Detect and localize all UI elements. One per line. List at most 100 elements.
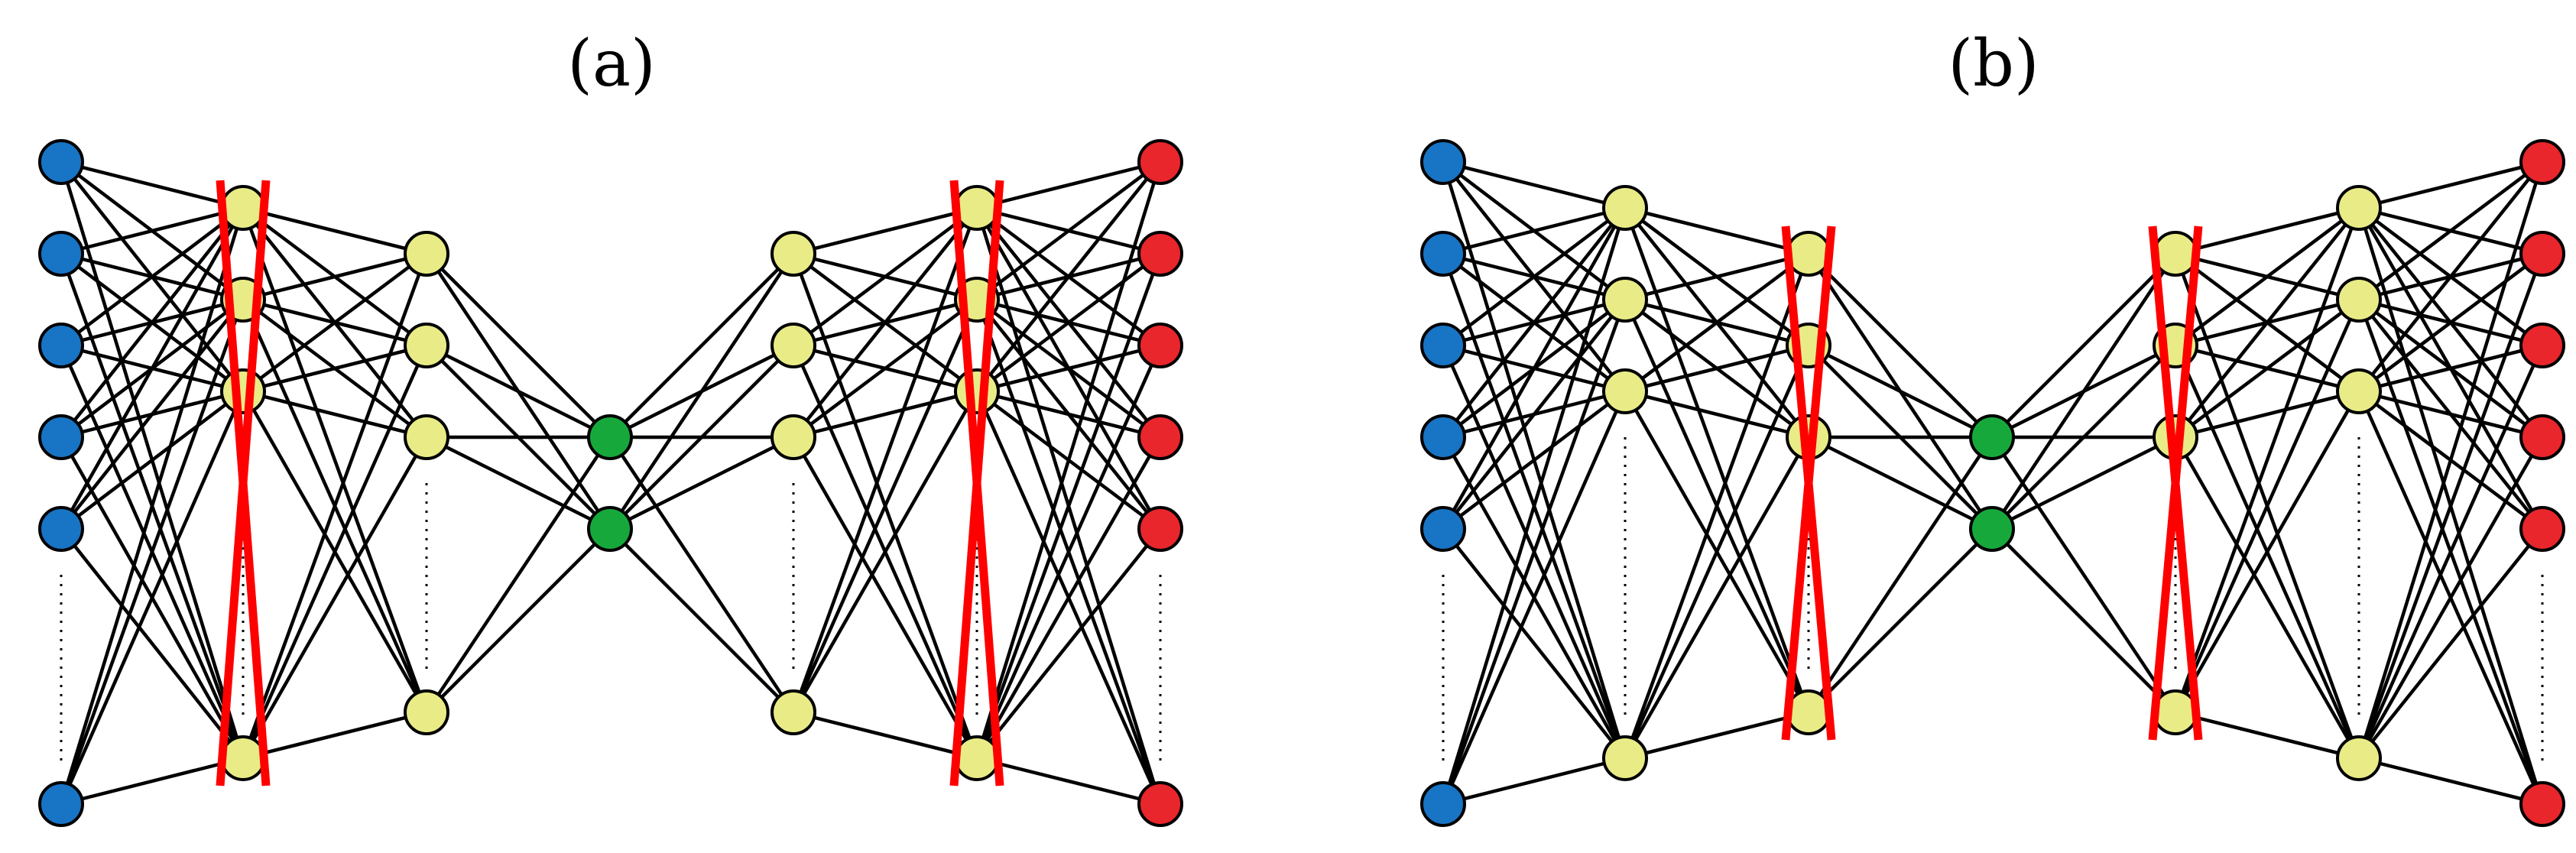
edge-b-l0n5-l1n2 [1441, 389, 1627, 806]
edge-a-l1n1-l2n0 [241, 251, 429, 302]
output-node-a-layer-6-2 [1137, 323, 1183, 368]
edge-b-l5n3-l6n5 [2357, 756, 2545, 806]
edge-b-l0n3-l1n0 [1441, 206, 1627, 439]
edge-b-l1n1-l2n0 [1623, 251, 1811, 302]
panel-a-prune-marks [216, 180, 1004, 787]
output-node-a-layer-6-0 [1137, 139, 1183, 185]
hidden-node-a-layer-4-2 [771, 414, 816, 460]
hidden-node-b-layer-5-1 [2336, 277, 2382, 323]
edge-a-l0n4-l1n2 [59, 389, 245, 531]
hidden-node-a-layer-2-3 [404, 689, 449, 735]
edge-a-l3n0-l4n0 [608, 251, 796, 439]
edge-a-l3n1-l4n1 [608, 343, 796, 531]
edge-b-l4n2-l5n0 [2173, 206, 2361, 439]
prune-mark-b-layer-4-b [2148, 225, 2203, 741]
hidden-node-a-layer-1-3 [220, 735, 266, 781]
edge-b-l0n4-l1n1 [1441, 297, 1627, 531]
edge-a-l5n2-l6n2 [975, 343, 1163, 394]
edge-a-l2n2-l3n1 [424, 435, 612, 531]
panel-a-edges [59, 160, 1163, 806]
panel-a-nodes [38, 139, 1183, 827]
hidden-node-a-layer-2-0 [404, 231, 449, 277]
edge-a-l4n3-l5n2 [791, 389, 979, 715]
edge-a-l4n3-l5n3 [791, 710, 979, 761]
output-node-a-layer-6-4 [1137, 506, 1183, 552]
panel-b-ellipses [1442, 437, 2544, 761]
output-node-a-layer-6-3 [1137, 414, 1183, 460]
edge-b-l0n5-l1n3 [1441, 756, 1627, 806]
edge-b-l3n0-l4n0 [1990, 251, 2178, 439]
output-node-b-layer-6-1 [2519, 231, 2565, 277]
hidden-node-a-layer-4-1 [771, 323, 816, 368]
hidden-node-b-layer-5-3 [2336, 735, 2382, 781]
edge-b-l0n0-l1n0 [1441, 160, 1627, 210]
hidden-node-b-layer-1-2 [1602, 368, 1648, 414]
edge-a-l1n0-l2n3 [241, 206, 429, 715]
input-node-b-layer-0-2 [1420, 323, 1466, 368]
input-node-a-layer-0-5 [38, 781, 84, 827]
prune-mark-a-layer-1-b [216, 180, 271, 787]
output-node-b-layer-6-5 [2519, 781, 2565, 827]
hidden-node-a-layer-1-0 [220, 185, 266, 231]
input-node-b-layer-0-0 [1420, 139, 1466, 185]
edge-b-l3n0-l4n3 [1990, 435, 2178, 715]
output-node-a-layer-6-1 [1137, 231, 1183, 277]
input-node-a-layer-0-0 [38, 139, 84, 185]
edge-a-l3n1-l4n0 [608, 251, 796, 531]
edge-a-l0n5-l1n0 [59, 206, 245, 806]
edge-b-l5n2-l6n2 [2357, 343, 2545, 394]
input-node-a-layer-0-1 [38, 231, 84, 277]
edge-b-l5n3-l6n1 [2357, 251, 2545, 761]
edge-b-l1n0-l2n0 [1623, 206, 1811, 256]
edge-a-l2n3-l3n0 [424, 435, 612, 715]
input-node-b-layer-0-3 [1420, 414, 1466, 460]
edge-a-l2n3-l3n1 [424, 527, 612, 715]
panel-a: (a) [38, 26, 1183, 827]
edge-a-l2n1-l3n0 [424, 343, 612, 439]
edge-a-l1n3-l2n2 [241, 435, 429, 761]
edge-b-l5n0-l6n0 [2357, 160, 2545, 210]
edge-a-l3n0-l4n3 [608, 435, 796, 715]
latent-node-b-layer-3-0 [1969, 414, 2015, 460]
edge-b-l5n3-l6n0 [2357, 160, 2545, 761]
output-node-b-layer-6-4 [2519, 506, 2565, 552]
edge-b-l3n1-l4n1 [1990, 343, 2178, 531]
edge-b-l4n1-l5n0 [2173, 206, 2361, 348]
edge-b-l2n3-l3n0 [1806, 435, 1994, 715]
hidden-node-b-layer-5-2 [2336, 368, 2382, 414]
edge-b-l3n1-l4n2 [1990, 435, 2178, 531]
hidden-node-a-layer-4-0 [771, 231, 816, 277]
edge-b-l1n3-l2n0 [1623, 251, 1811, 761]
edge-a-l0n5-l1n3 [59, 756, 245, 806]
edge-a-l5n2-l6n3 [975, 389, 1163, 439]
edge-a-l1n2-l2n0 [241, 251, 429, 394]
edge-b-l0n4-l1n2 [1441, 389, 1627, 531]
input-node-a-layer-0-3 [38, 414, 84, 460]
edge-b-l4n2-l5n2 [2173, 389, 2361, 439]
panel-b-nodes [1420, 139, 2565, 827]
edge-a-l0n2-l1n0 [59, 206, 245, 348]
edge-a-l0n1-l1n0 [59, 206, 245, 256]
edge-b-l5n1-l6n0 [2357, 160, 2545, 302]
edge-a-l5n0-l6n0 [975, 160, 1163, 210]
edge-a-l0n4-l1n1 [59, 297, 245, 531]
edge-a-l5n3-l6n5 [975, 756, 1163, 806]
hidden-node-a-layer-2-1 [404, 323, 449, 368]
edge-b-l2n2-l3n1 [1806, 435, 1994, 531]
input-node-b-layer-0-5 [1420, 781, 1466, 827]
input-node-b-layer-0-1 [1420, 231, 1466, 277]
edge-b-l1n0-l2n3 [1623, 206, 1811, 715]
panel-b-prune-marks [1781, 225, 2203, 741]
edge-b-l5n3-l6n2 [2357, 343, 2545, 761]
edge-b-l5n3-l6n4 [2357, 527, 2545, 761]
edge-a-l5n3-l6n1 [975, 251, 1163, 761]
hidden-node-b-layer-1-3 [1602, 735, 1648, 781]
edge-a-l0n3-l1n0 [59, 206, 245, 439]
edge-b-l3n1-l4n3 [1990, 527, 2178, 715]
edge-b-l4n3-l5n1 [2173, 297, 2361, 715]
edge-a-l4n2-l5n3 [791, 435, 979, 761]
hidden-node-a-layer-4-3 [771, 689, 816, 735]
edge-b-l1n2-l2n1 [1623, 343, 1811, 394]
edge-b-l4n2-l5n3 [2173, 435, 2361, 761]
edge-a-l0n5-l1n2 [59, 389, 245, 806]
